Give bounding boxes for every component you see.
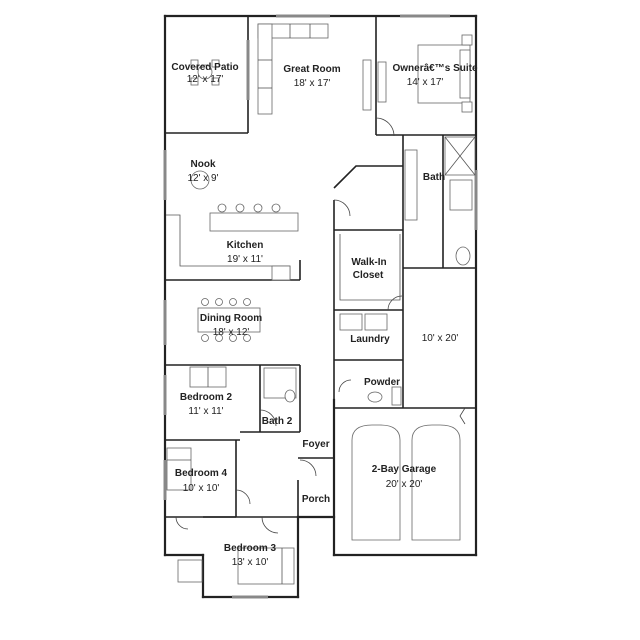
kitchen-island-icon (209, 203, 299, 232)
owners-bath-fixtures-icon (404, 136, 476, 266)
great-room-dims: 18' x 17' (294, 78, 331, 89)
interior-walls (165, 16, 476, 518)
room-owners-suite: Ownerâ€™s Suite 14' x 17' (392, 63, 477, 88)
room-bath-2: Bath 2 (262, 416, 293, 427)
great-room-name: Great Room (283, 64, 340, 75)
closet-shelving-icon (339, 234, 401, 301)
bath-name: Bath (423, 172, 445, 183)
bath2-fixtures-icon (263, 367, 297, 403)
owners-suite-name: Ownerâ€™s Suite (392, 63, 477, 74)
powder-name: Powder (364, 377, 400, 388)
owners-suite-dims: 14' x 17' (407, 77, 444, 88)
bedroom2-bed-icon (189, 366, 227, 388)
foyer-name: Foyer (302, 439, 329, 450)
room-laundry: Laundry (350, 334, 390, 345)
storage-dims: 10' x 20' (422, 333, 459, 344)
room-nook: Nook 12' x 9' (187, 159, 218, 184)
sofa-icon (257, 23, 329, 115)
covered-patio-name: Covered Patio (171, 62, 238, 73)
tv-console-icon (362, 59, 372, 111)
room-garage: 2-Bay Garage 20' x 20' (372, 464, 437, 490)
garage-name: 2-Bay Garage (372, 464, 437, 475)
room-porch: Porch (302, 494, 330, 505)
bedroom-2-name: Bedroom 2 (180, 392, 233, 403)
bed-icon (417, 34, 473, 113)
porch-name: Porch (302, 494, 330, 505)
room-bedroom-4: Bedroom 4 10' x 10' (175, 468, 228, 494)
bedroom-4-dims: 10' x 10' (183, 483, 220, 494)
powder-toilet-icon (367, 386, 402, 406)
bedroom-2-dims: 11' x 11' (188, 406, 223, 417)
dining-table-icon (197, 298, 261, 342)
windows (163, 14, 478, 599)
room-dining-room: Dining Room 18' x 12' (200, 313, 262, 338)
garage-dims: 20' x 20' (386, 479, 423, 490)
kitchen-dims: 19' x 11' (227, 254, 263, 265)
dining-room-name: Dining Room (200, 313, 262, 324)
bedroom-3-name: Bedroom 3 (224, 543, 277, 554)
room-storage: 10' x 20' (422, 333, 459, 344)
garage-cars-icon (351, 424, 461, 541)
laundry-appliances-icon (339, 313, 388, 331)
room-bath: Bath (423, 172, 445, 183)
walk-in-closet-name-line1: Walk-In (351, 257, 386, 268)
nook-table-icon (190, 170, 210, 190)
doors (175, 117, 466, 534)
nook-name: Nook (191, 159, 216, 170)
laundry-name: Laundry (350, 334, 390, 345)
bedroom4-bed-icon (166, 447, 192, 491)
nook-dims: 12' x 9' (187, 173, 218, 184)
bedroom3-bed-icon (177, 547, 295, 585)
room-great-room: Great Room 18' x 17' (283, 64, 340, 89)
patio-table-icon (190, 59, 220, 86)
room-foyer: Foyer (302, 439, 329, 450)
room-walk-in-closet: Walk-In Closet (351, 257, 386, 281)
bath-2-name: Bath 2 (262, 416, 293, 427)
kitchen-counter-icon (166, 214, 291, 281)
room-powder: Powder (364, 377, 400, 388)
room-bedroom-2: Bedroom 2 11' x 11' (180, 392, 233, 417)
room-kitchen: Kitchen 19' x 11' (227, 240, 264, 265)
covered-patio-dims: 12' x 17' (187, 74, 224, 85)
bedroom-3-dims: 13' x 10' (232, 557, 269, 568)
room-covered-patio: Covered Patio 12' x 17' (171, 62, 238, 85)
kitchen-name: Kitchen (227, 240, 264, 251)
room-bedroom-3: Bedroom 3 13' x 10' (224, 543, 277, 568)
dining-room-dims: 18' x 12' (213, 327, 250, 338)
dresser-icon (377, 61, 387, 103)
bedroom-4-name: Bedroom 4 (175, 468, 228, 479)
walk-in-closet-name-line2: Closet (353, 270, 384, 281)
